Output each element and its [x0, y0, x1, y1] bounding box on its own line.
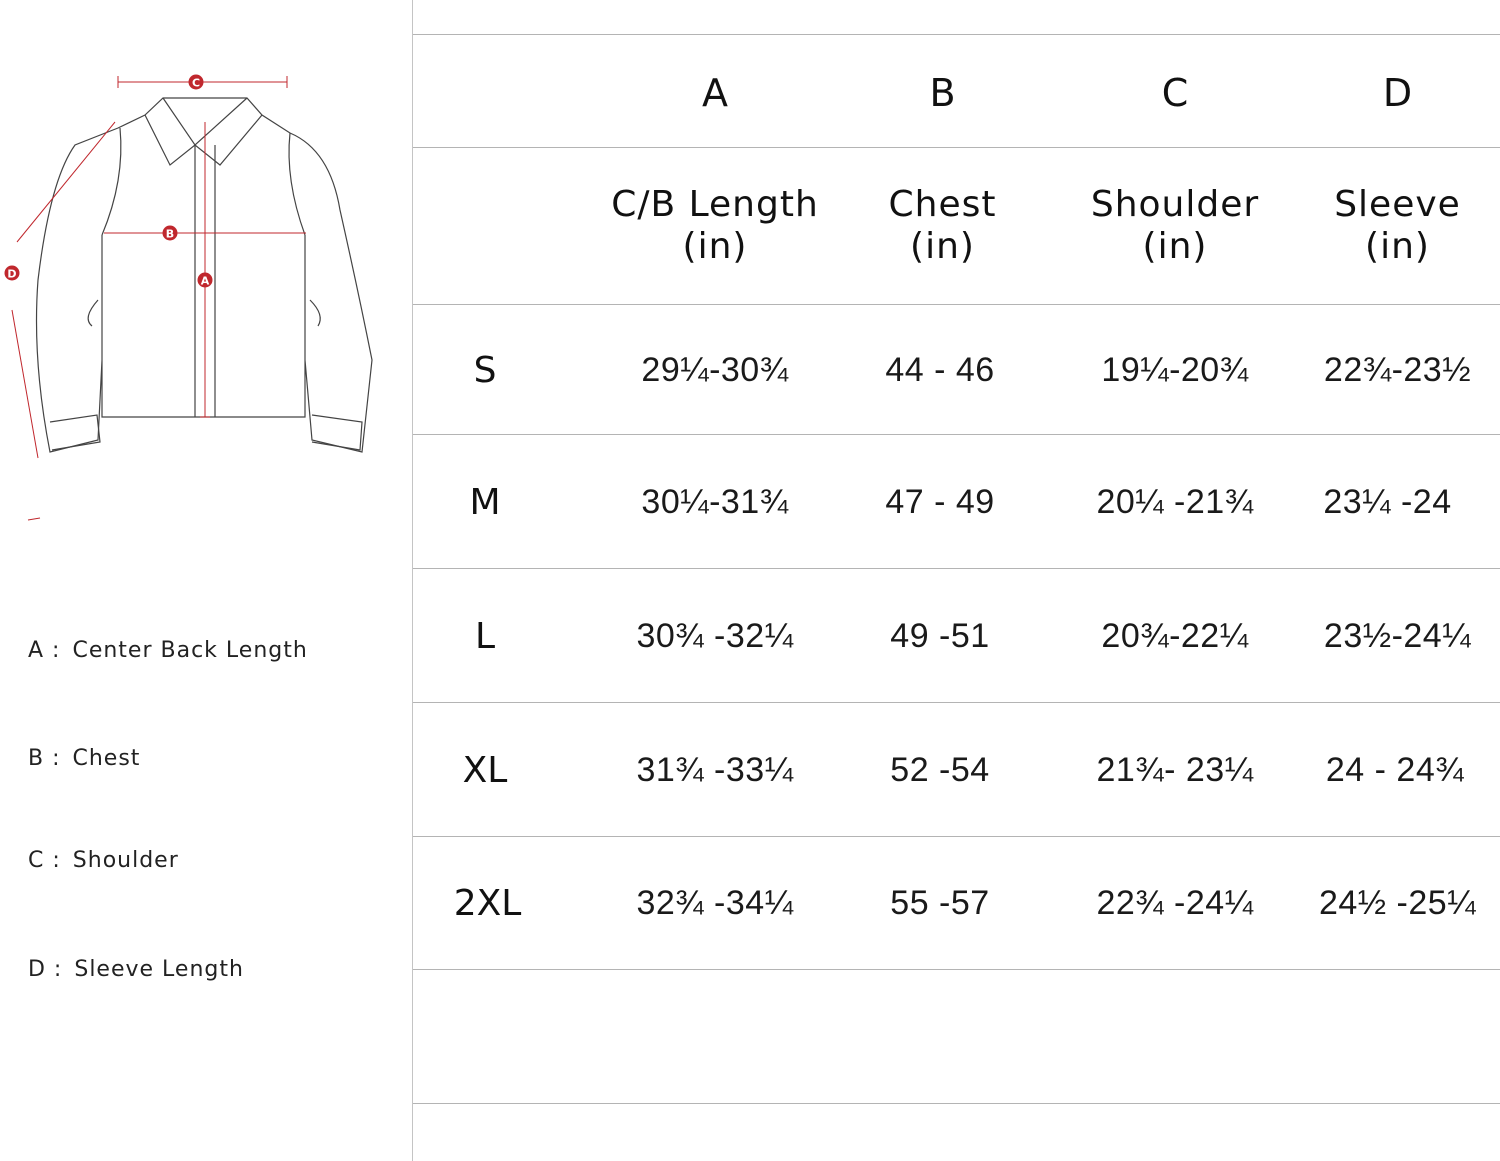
shoulder-value: 20¼ -21¾ — [1096, 482, 1254, 521]
sleeve-value: 22¾-23½ — [1323, 350, 1472, 389]
table-rule — [413, 34, 1500, 35]
table-rule — [413, 969, 1500, 970]
marker-a: A — [197, 272, 213, 288]
column-letter-c: C — [1161, 71, 1189, 115]
table-rule — [413, 836, 1500, 837]
column-header-line: Chest — [888, 184, 997, 225]
shoulder-value: 21¾- 23¼ — [1096, 750, 1254, 789]
table-rule — [413, 1103, 1500, 1104]
legend-text-b: Chest — [72, 746, 141, 771]
legend-sleeve-length: D : Sleeve Length — [28, 957, 244, 982]
size-label: L — [474, 615, 496, 657]
column-letter-a: A — [702, 71, 728, 115]
shoulder-value: 20¾-22¼ — [1101, 616, 1249, 655]
cb-length-value: 30¾ -32¼ — [636, 616, 794, 655]
shoulder-value: 19¼-20¾ — [1101, 350, 1249, 389]
legend-shoulder: C : Shoulder — [28, 848, 179, 873]
column-header-unit: (in) — [1365, 226, 1430, 267]
column-header-line: C/B Length — [611, 184, 819, 225]
legend-key-d: D : — [28, 957, 63, 982]
svg-text:D: D — [7, 268, 16, 281]
legend-text-a: Center Back Length — [72, 638, 308, 663]
legend-chest: B : Chest — [28, 746, 140, 771]
svg-text:B: B — [166, 228, 174, 241]
size-label: M — [469, 481, 501, 523]
chest-value: 55 -57 — [890, 884, 990, 922]
cb-length-value: 29¼-30¾ — [641, 350, 789, 389]
shoulder-value: 22¾ -24¼ — [1096, 884, 1254, 922]
table-rule — [413, 568, 1500, 569]
column-header-cb-length: C/B Length (in) — [595, 150, 835, 302]
chest-value: 49 -51 — [890, 616, 990, 655]
panel-divider — [412, 0, 413, 1161]
table-rule — [413, 702, 1500, 703]
chest-value: 44 - 46 — [885, 350, 995, 389]
legend-key-a: A : — [28, 638, 61, 663]
column-header-sleeve: Sleeve (in) — [1290, 150, 1500, 302]
legend-text-d: Sleeve Length — [74, 957, 244, 982]
column-header-chest: Chest (in) — [830, 150, 1055, 302]
legend-center-back-length: A : Center Back Length — [28, 638, 308, 663]
column-header-unit: (in) — [1142, 226, 1208, 267]
size-label: 2XL — [453, 883, 522, 924]
table-rule — [413, 147, 1500, 148]
chest-value: 52 -54 — [890, 750, 990, 789]
cb-length-value: 31¾ -33¼ — [636, 750, 794, 789]
jacket-diagram: C B A D — [4, 74, 373, 521]
marker-c: C — [188, 74, 204, 90]
column-header-unit: (in) — [910, 226, 975, 267]
table-rule — [413, 434, 1500, 435]
size-label: S — [473, 349, 497, 391]
sleeve-value: 24 - 24¾ — [1325, 750, 1465, 789]
svg-text:A: A — [201, 275, 210, 288]
legend-text-c: Shoulder — [72, 848, 179, 873]
column-header-shoulder: Shoulder (in) — [1060, 150, 1290, 302]
column-letter-b: B — [929, 71, 956, 115]
marker-b: B — [162, 225, 178, 241]
sleeve-value: 23½-24¼ — [1323, 616, 1472, 655]
column-header-unit: (in) — [682, 226, 748, 267]
column-header-line: Shoulder — [1090, 184, 1260, 225]
column-header-line: Sleeve — [1334, 184, 1461, 225]
legend-key-c: C : — [28, 848, 61, 873]
cb-length-value: 32¾ -34¼ — [636, 884, 794, 922]
jacket-outline — [35, 97, 373, 453]
chest-value: 47 - 49 — [885, 482, 995, 521]
sleeve-value: 23¼ -24 — [1323, 482, 1452, 521]
sleeve-value: 24½ -25¼ — [1318, 884, 1477, 922]
legend-key-b: B : — [28, 746, 61, 771]
svg-text:C: C — [192, 77, 200, 90]
table-rule — [413, 304, 1500, 305]
size-label: XL — [462, 749, 508, 791]
column-letter-d: D — [1382, 71, 1413, 115]
measurement-guide-panel: C B A D A : Center Back Length B : Chest… — [0, 0, 413, 1161]
marker-d: D — [4, 265, 20, 281]
cb-length-value: 30¼-31¾ — [641, 482, 789, 521]
